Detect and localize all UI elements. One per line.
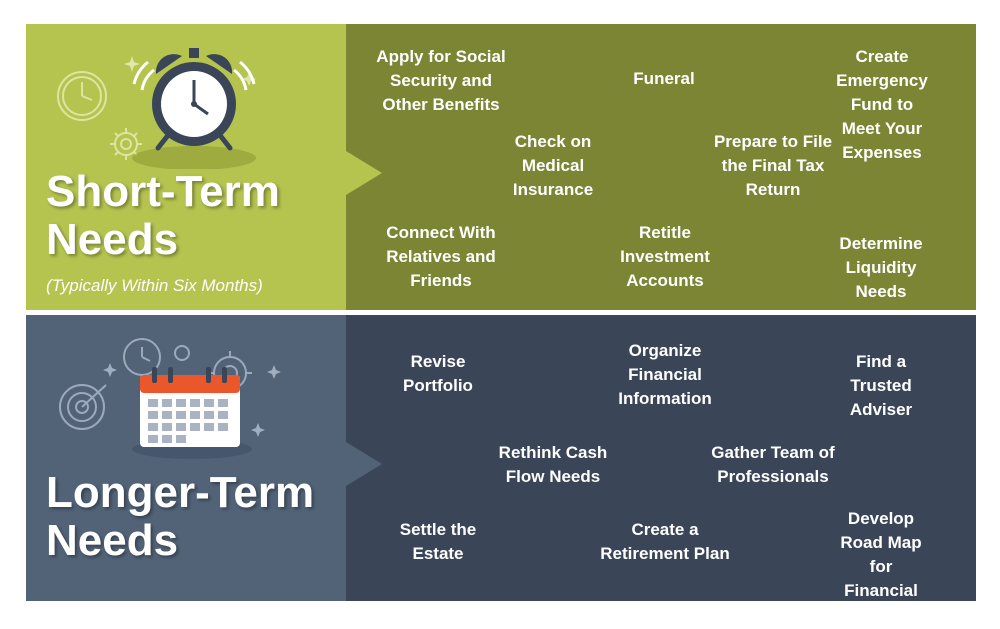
- item-gather-team: Gather Team of Professionals: [711, 443, 835, 486]
- item-rethink-cash-flow: Rethink Cash Flow Needs: [498, 443, 608, 486]
- short-term-title-line2: Needs: [46, 215, 179, 264]
- longer-term-title: Longer-Term Needs: [46, 469, 314, 565]
- item-funeral: Funeral: [633, 69, 695, 88]
- item-organize-financial-info: Organize Financial Information: [618, 341, 712, 408]
- longer-term-header-block: Longer-Term Needs: [26, 315, 346, 601]
- item-settle-estate: Settle the Estate: [399, 520, 477, 563]
- short-term-panel: Short-Term Needs (Typically Within Six M…: [26, 24, 976, 310]
- arrow-notch: [346, 151, 382, 195]
- longer-term-title-line2: Needs: [46, 516, 179, 565]
- clock-icon: [123, 338, 161, 376]
- item-retitle-accounts: Retitle Investment Accounts: [620, 223, 710, 290]
- short-term-title-line1: Short-Term: [46, 167, 280, 216]
- arrow-notch: [346, 442, 382, 486]
- short-term-title: Short-Term Needs: [46, 168, 280, 264]
- item-final-tax-return: Prepare to File the Final Tax Return: [713, 132, 833, 199]
- wall-clock-icon: [57, 71, 107, 121]
- longer-term-panel: Longer-Term Needs Revise Portfolio Organ…: [26, 315, 976, 624]
- short-term-subtitle: (Typically Within Six Months): [46, 276, 263, 295]
- item-revise-portfolio: Revise Portfolio: [403, 352, 473, 395]
- short-term-items-block: Apply for Social Security and Other Bene…: [346, 24, 976, 310]
- item-emergency-fund: Create Emergency Fund to Meet Your Expen…: [836, 47, 928, 162]
- gear-icon: [110, 128, 142, 160]
- item-medical-insurance: Check on Medical Insurance: [512, 132, 594, 199]
- target-icon: [59, 384, 107, 430]
- longer-term-title-line1: Longer-Term: [46, 468, 315, 517]
- calendar-icon: [59, 338, 281, 459]
- alarm-clock-icon: [57, 48, 256, 169]
- item-liquidity-needs: Determine Liquidity Needs: [839, 234, 923, 301]
- short-term-header-block: Short-Term Needs (Typically Within Six M…: [26, 24, 346, 310]
- longer-term-items-block: Revise Portfolio Organize Financial Info…: [346, 315, 976, 624]
- item-road-map: Develop Road Map for Financial Future: [840, 509, 922, 624]
- item-retirement-plan: Create a Retirement Plan: [600, 520, 730, 563]
- item-connect-relatives: Connect With Relatives and Friends: [386, 223, 496, 290]
- item-find-trusted-adviser: Find a Trusted Adviser: [849, 352, 913, 419]
- item-apply-social-security: Apply for Social Security and Other Bene…: [376, 47, 506, 114]
